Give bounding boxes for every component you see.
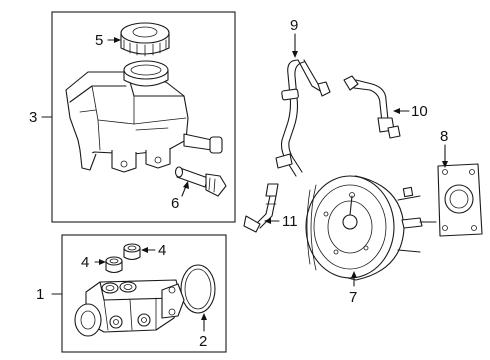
callout-9: 9 (290, 17, 298, 34)
brake-booster (305, 175, 437, 281)
vacuum-hose (275, 59, 331, 177)
callout-8: 8 (440, 128, 448, 145)
callout-1: 1 (36, 286, 44, 303)
callout-3: 3 (29, 109, 37, 126)
brake-master-cylinder (74, 279, 185, 337)
booster-gasket (437, 163, 483, 237)
reservoir-grommet-right (123, 243, 141, 261)
level-sensor-plug (174, 166, 227, 197)
callout-11: 11 (282, 213, 298, 230)
check-valve-fitting (243, 183, 279, 233)
callout-4-left: 4 (81, 254, 89, 271)
callout-10: 10 (411, 103, 428, 120)
reservoir-cap (120, 22, 170, 57)
brake-hose-assembly (343, 75, 401, 139)
callout-7: 7 (349, 289, 357, 306)
callout-2: 2 (199, 333, 207, 350)
callout-6: 6 (171, 195, 179, 212)
master-cylinder-o-ring (180, 264, 216, 314)
reservoir-grommet-left (105, 256, 123, 274)
callout-4-right: 4 (158, 242, 166, 259)
callout-5: 5 (95, 32, 103, 49)
brake-fluid-reservoir (65, 60, 223, 173)
callout-leaders (41, 33, 448, 332)
